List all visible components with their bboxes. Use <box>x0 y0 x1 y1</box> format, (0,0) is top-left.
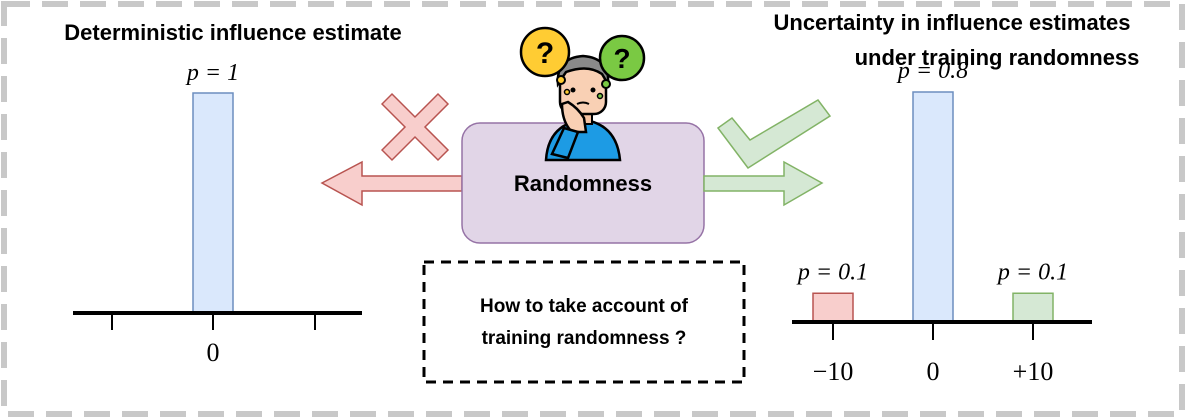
right-bar-1 <box>912 91 954 323</box>
left-bar-label: p = 1 <box>185 60 239 86</box>
question-box <box>422 260 746 384</box>
right-tick-label-2: +10 <box>1013 357 1054 386</box>
right-bar-2 <box>1012 292 1054 323</box>
question-line-1: How to take account of <box>480 296 689 317</box>
bubble-right-glyph: ? <box>613 43 630 74</box>
cross-icon <box>380 92 450 162</box>
left-arrow <box>320 160 463 207</box>
right-bar-0 <box>812 292 854 323</box>
question-bubble-icon: ? <box>519 26 571 96</box>
right-title-line-1: Uncertainty in influence estimates <box>774 10 1131 35</box>
left-bar <box>192 92 234 314</box>
checkmark-icon <box>716 99 832 170</box>
question-line-2: training randomness ? <box>482 328 687 349</box>
right-bar-label-0: p = 0.1 <box>796 259 868 285</box>
right-bar-label-1: p = 0.8 <box>896 58 968 84</box>
right-title-line-2: under training randomness <box>855 45 1140 70</box>
left-axis <box>73 311 362 330</box>
left-tick-label: 0 <box>207 338 220 367</box>
randomness-label: Randomness <box>514 171 652 196</box>
right-bars: p = 0.1 −10 p = 0.8 0 p = 0.1 +10 <box>796 58 1068 386</box>
thinking-person-icon <box>544 54 622 162</box>
right-tick-label-1: 0 <box>927 357 940 386</box>
left-title: Deterministic influence estimate <box>64 20 401 45</box>
right-tick-label-0: −10 <box>813 357 854 386</box>
question-bubble-icon: ? <box>596 34 646 100</box>
right-bar-label-2: p = 0.1 <box>996 259 1068 285</box>
right-arrow <box>703 160 824 207</box>
bubble-left-glyph: ? <box>536 37 554 70</box>
